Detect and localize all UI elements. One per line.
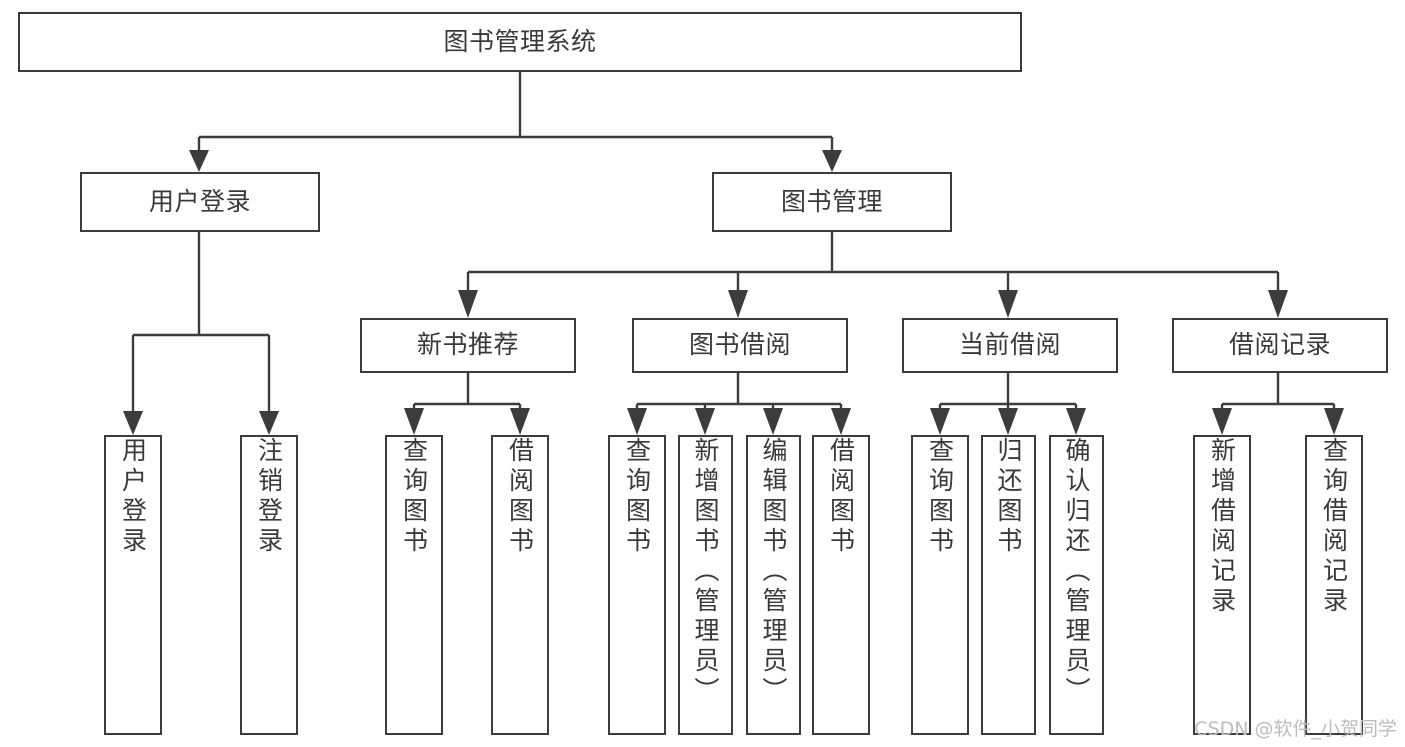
arrow-to-borrow-record: [1268, 290, 1288, 318]
node-new-book-recommend-label: 新书推荐: [416, 330, 519, 360]
arrow-leaf-nbr-1: [404, 408, 424, 435]
leaf-bb-edit-book-label: 编辑图书（管理员）: [759, 437, 788, 707]
node-root-label: 图书管理系统: [443, 26, 597, 56]
node-user-login[interactable]: 用户登录: [80, 172, 320, 232]
arrow-leaf-user-login-1: [123, 411, 143, 435]
leaf-user-login-signout[interactable]: 注销登录: [240, 435, 298, 735]
node-borrow-record-label: 借阅记录: [1228, 330, 1331, 360]
arrow-leaf-bb-4: [831, 408, 851, 435]
csdn-watermark: CSDN @软件_小贺同学: [1194, 718, 1397, 740]
leaf-cb-return-book-label: 归还图书: [994, 437, 1023, 557]
arrow-to-new-book-recommend: [458, 290, 478, 318]
leaf-br-query-record[interactable]: 查询借阅记录: [1305, 435, 1363, 735]
leaf-cb-confirm-return-label: 确认归还（管理员）: [1062, 437, 1091, 707]
leaf-nbr-borrow-book[interactable]: 借阅图书: [491, 435, 549, 735]
node-book-borrow-label: 图书借阅: [688, 330, 791, 360]
leaf-cb-return-book[interactable]: 归还图书: [981, 435, 1036, 735]
arrow-leaf-nbr-2: [510, 408, 530, 435]
leaf-bb-borrow-book[interactable]: 借阅图书: [812, 435, 870, 735]
arrow-leaf-bb-3: [763, 408, 783, 435]
arrow-leaf-bb-2: [695, 408, 715, 435]
arrow-leaf-br-1: [1212, 408, 1232, 435]
node-book-borrow[interactable]: 图书借阅: [632, 318, 848, 373]
leaf-br-add-record[interactable]: 新增借阅记录: [1193, 435, 1251, 735]
node-book-management[interactable]: 图书管理: [712, 172, 952, 232]
node-book-management-label: 图书管理: [780, 186, 883, 216]
node-current-borrow-label: 当前借阅: [958, 330, 1061, 360]
leaf-user-login-signout-label: 注销登录: [254, 437, 284, 557]
leaf-user-login-signin-label: 用户登录: [118, 437, 148, 557]
leaf-cb-confirm-return[interactable]: 确认归还（管理员）: [1049, 435, 1104, 735]
arrow-leaf-cb-3: [1066, 408, 1086, 435]
leaf-nbr-query-book[interactable]: 查询图书: [385, 435, 443, 735]
node-root-system[interactable]: 图书管理系统: [18, 12, 1022, 72]
leaf-bb-edit-book[interactable]: 编辑图书（管理员）: [746, 435, 801, 735]
leaf-bb-add-book-label: 新增图书（管理员）: [691, 437, 720, 707]
leaf-bb-query-book-label: 查询图书: [622, 437, 652, 557]
leaf-cb-query-book[interactable]: 查询图书: [911, 435, 969, 735]
arrow-to-book-mgmt: [822, 150, 842, 172]
leaf-bb-borrow-book-label: 借阅图书: [826, 437, 856, 557]
leaf-nbr-borrow-book-label: 借阅图书: [505, 437, 535, 557]
arrow-leaf-user-login-2: [259, 411, 279, 435]
leaf-cb-query-book-label: 查询图书: [925, 437, 955, 557]
arrow-to-current-borrow: [998, 290, 1018, 318]
leaf-br-add-record-label: 新增借阅记录: [1207, 437, 1237, 617]
node-current-borrow[interactable]: 当前借阅: [902, 318, 1118, 373]
node-user-login-label: 用户登录: [148, 186, 251, 216]
node-new-book-recommend[interactable]: 新书推荐: [360, 318, 576, 373]
arrow-leaf-cb-2: [998, 408, 1018, 435]
leaf-bb-add-book[interactable]: 新增图书（管理员）: [678, 435, 733, 735]
arrow-to-user-login: [189, 150, 209, 172]
leaf-nbr-query-book-label: 查询图书: [399, 437, 429, 557]
arrow-leaf-cb-1: [930, 408, 950, 435]
arrow-leaf-bb-1: [627, 408, 647, 435]
leaf-user-login-signin[interactable]: 用户登录: [104, 435, 162, 735]
leaf-bb-query-book[interactable]: 查询图书: [608, 435, 666, 735]
arrow-leaf-br-2: [1324, 408, 1344, 435]
node-borrow-record[interactable]: 借阅记录: [1172, 318, 1388, 373]
arrow-to-book-borrow: [728, 290, 748, 318]
leaf-br-query-record-label: 查询借阅记录: [1319, 437, 1349, 617]
